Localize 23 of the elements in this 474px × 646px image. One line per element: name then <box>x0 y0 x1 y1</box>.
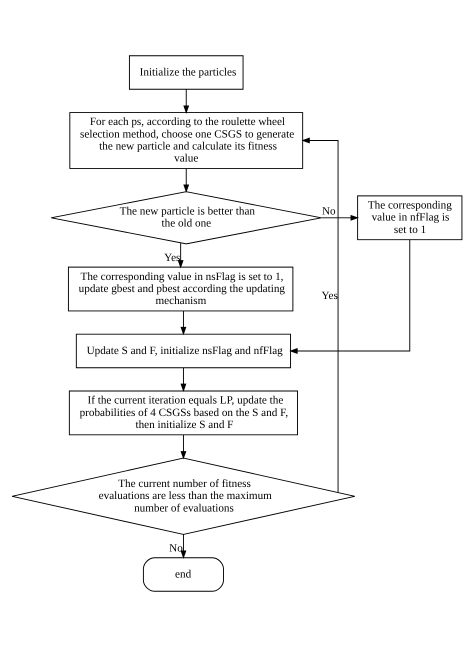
arrow <box>320 214 359 220</box>
edge-label: No <box>169 542 183 554</box>
arrow <box>180 534 186 558</box>
edge-label: No <box>322 205 336 218</box>
node-box: If the current iteration equals LP, update the probabilities of 4 CSGSs based on the S and F, then initialize S and F <box>68 390 298 435</box>
arrow <box>183 168 190 192</box>
node-box: end <box>142 556 224 592</box>
node-diamond: The new particle is better than the old one <box>50 190 322 244</box>
arrow <box>180 434 186 459</box>
node-box: Initialize the particles <box>128 54 244 90</box>
arrow <box>180 366 186 392</box>
node-box: The corresponding value in nsFlag is set to 1, update gbest and pbest according the updating mechanism <box>68 266 294 311</box>
node-box: Update S and F, initialize nsFlag and nfFlag <box>76 333 292 368</box>
edge-label: Yes <box>164 251 180 264</box>
node-box: For each ps, according to the roulette wheel selection method, choose one CSGS to generate the new particle and calculate its fitness value <box>69 112 304 168</box>
node-diamond: The current number of fitness evaluations are less than the maximum number of evaluations <box>12 457 356 534</box>
node-box: The corresponding value in nfFlag is set to 1 <box>357 194 462 240</box>
arrow <box>183 88 190 114</box>
arrow <box>180 310 186 335</box>
arrow <box>289 238 410 354</box>
edge-label: Yes <box>322 289 338 302</box>
arrow <box>301 137 339 492</box>
arrow <box>178 242 184 268</box>
